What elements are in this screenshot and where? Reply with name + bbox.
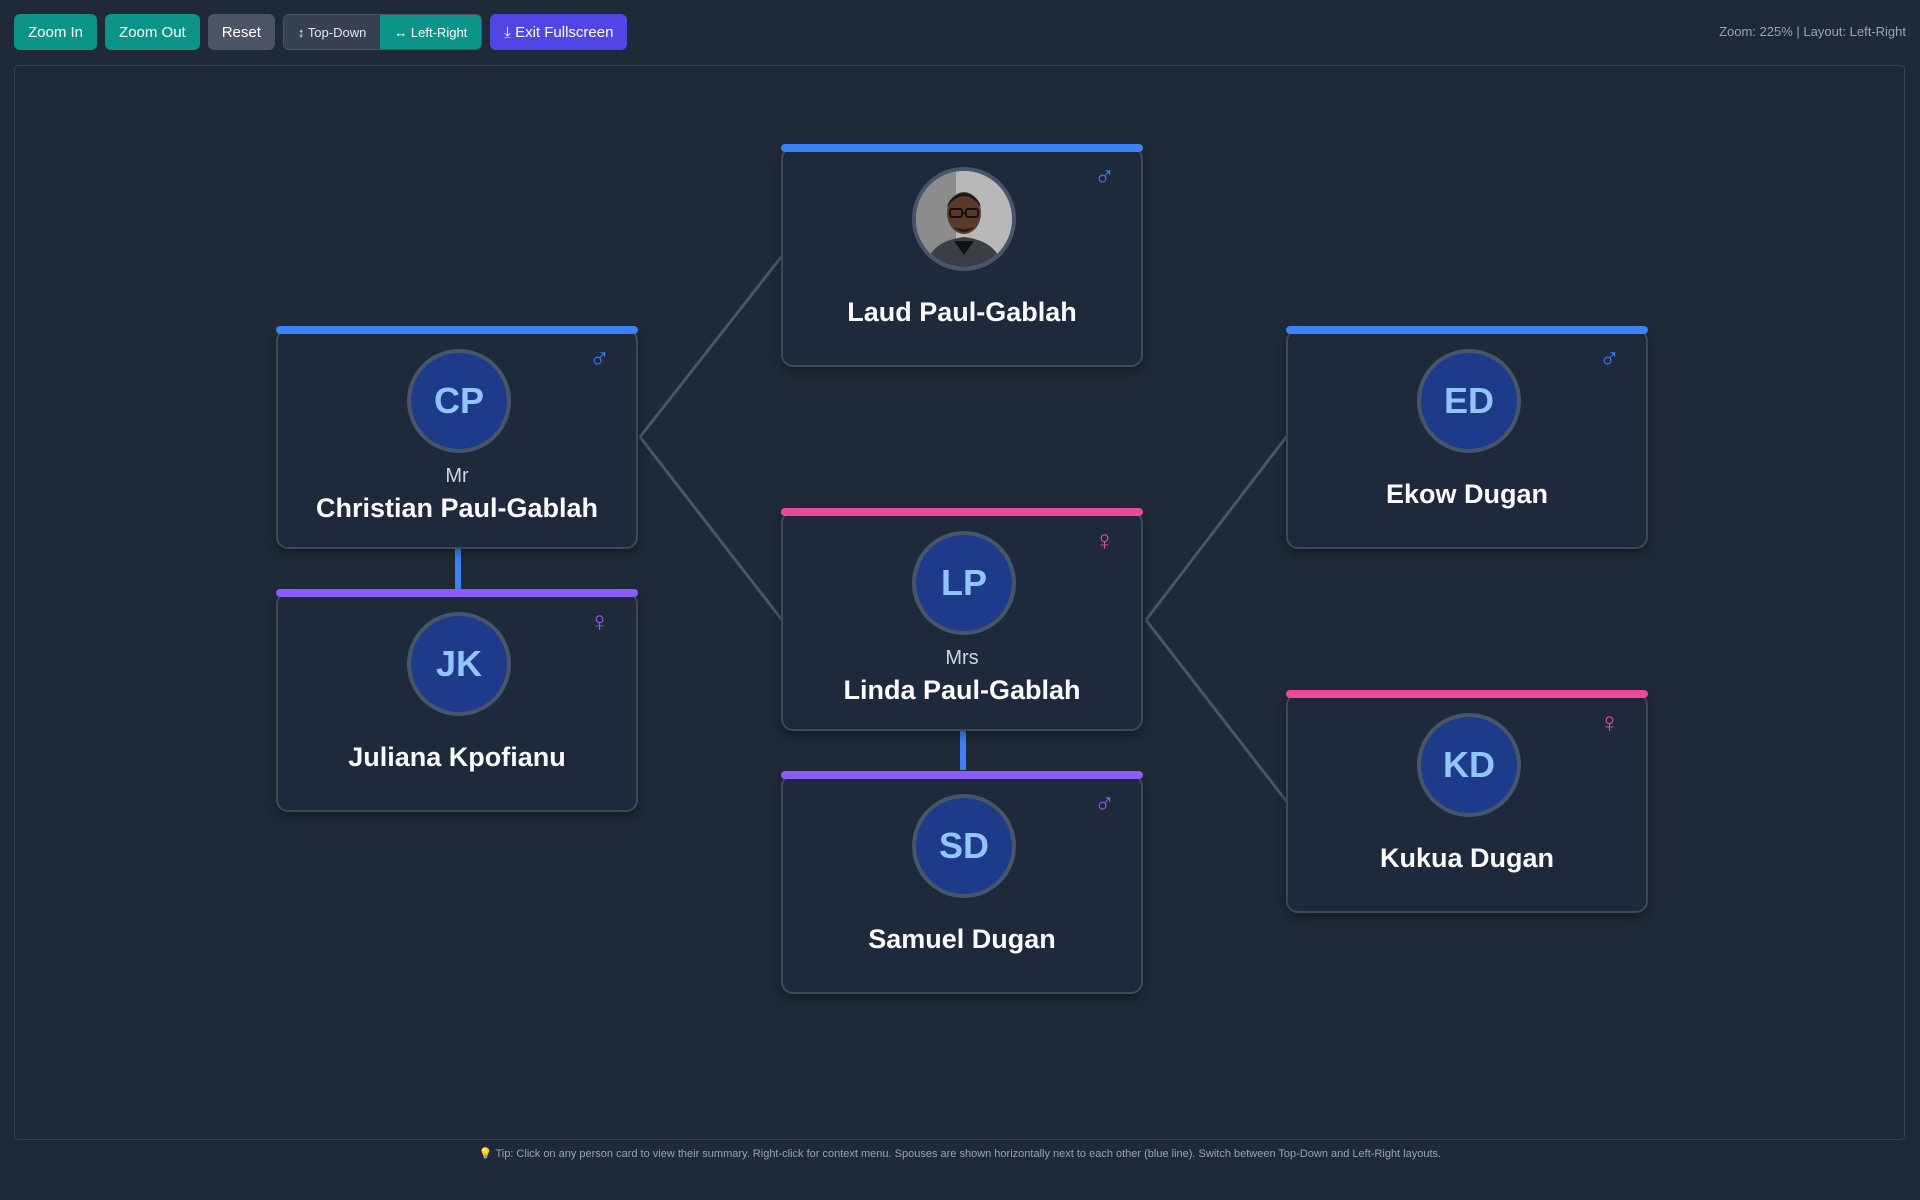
spouse-bar (276, 589, 638, 597)
gender-bar (781, 508, 1143, 516)
avatar: SD (912, 794, 1016, 898)
person-card-linda[interactable]: ♀ LP Mrs Linda Paul-Gablah (781, 508, 1143, 731)
avatar: CP (407, 349, 511, 453)
person-name: Laud Paul-Gablah (847, 297, 1077, 327)
male-icon: ♂ (589, 343, 610, 374)
layout-toggle: ↕ Top-Down ↔ Left-Right (282, 14, 483, 50)
reset-button[interactable]: Reset (207, 14, 275, 50)
avatar: JK (407, 612, 511, 716)
spouse-bar (781, 771, 1143, 779)
person-card-kukua[interactable]: ♀ KD Kukua Dugan (1286, 690, 1648, 913)
female-icon: ♀ (589, 606, 610, 637)
spouse-link-linda-samuel (960, 730, 966, 770)
top-down-button[interactable]: ↕ Top-Down (283, 15, 381, 49)
female-icon: ♀ (1599, 707, 1620, 738)
avatar: ED (1417, 349, 1521, 453)
spouse-link-christian-juliana (455, 548, 461, 590)
person-card-juliana[interactable]: ♀ JK Juliana Kpofianu (276, 589, 638, 812)
person-card-samuel[interactable]: ♂ SD Samuel Dugan (781, 771, 1143, 994)
portrait-photo-icon (916, 171, 1012, 267)
male-icon: ♂ (1599, 343, 1620, 374)
zoom-out-button[interactable]: Zoom Out (105, 14, 200, 50)
person-name: Linda Paul-Gablah (843, 675, 1081, 705)
person-title: Mr (445, 465, 469, 487)
avatar: KD (1417, 713, 1521, 817)
avatar: LP (912, 531, 1016, 635)
person-name: Ekow Dugan (1385, 479, 1548, 509)
toolbar: Zoom In Zoom Out Reset ↕ Top-Down ↔ Left… (14, 14, 628, 50)
gender-bar (276, 326, 638, 334)
male-icon: ♂ (1094, 161, 1115, 192)
help-tip: 💡 Tip: Click on any person card to view … (478, 1148, 1442, 1160)
person-card-laud[interactable]: ♂ Laud Paul-Gablah (781, 144, 1143, 367)
person-card-ekow[interactable]: ♂ ED Ekow Dugan (1286, 326, 1648, 549)
zoom-in-button[interactable]: Zoom In (14, 14, 98, 50)
female-icon: ♀ (1094, 525, 1115, 556)
avatar-photo (912, 167, 1016, 271)
male-icon: ♂ (1094, 788, 1115, 819)
person-name: Juliana Kpofianu (348, 742, 566, 772)
exit-fullscreen-button[interactable]: ⤓ Exit Fullscreen (490, 14, 628, 50)
person-title: Mrs (945, 647, 979, 669)
person-name: Samuel Dugan (868, 924, 1056, 954)
gender-bar (1286, 326, 1648, 334)
gender-bar (781, 144, 1143, 152)
zoom-layout-status: Zoom: 225% | Layout: Left-Right (1719, 24, 1906, 39)
person-name: Christian Paul-Gablah (315, 493, 599, 523)
person-name: Kukua Dugan (1379, 843, 1554, 873)
left-right-button[interactable]: ↔ Left-Right (380, 15, 482, 49)
gender-bar (1286, 690, 1648, 698)
person-card-christian[interactable]: ♂ CP Mr Christian Paul-Gablah (276, 326, 638, 549)
